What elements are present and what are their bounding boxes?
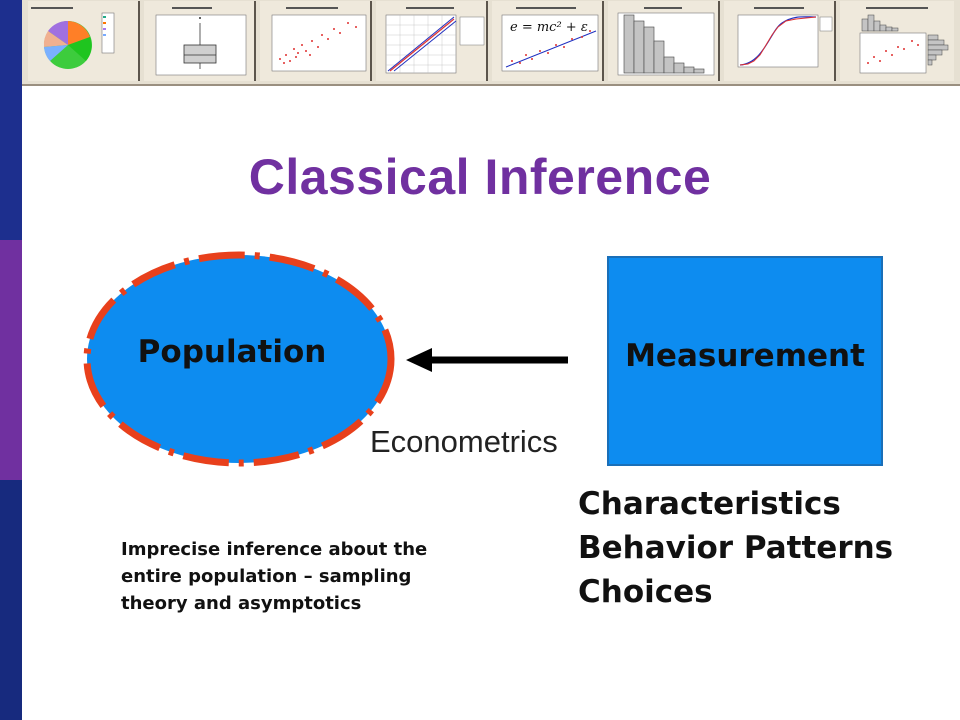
empirical-cdf-thumbnail (724, 1, 836, 81)
list-item: Choices (578, 574, 713, 610)
scatterplot-thumbnail (260, 1, 372, 81)
left-bar-top (0, 0, 22, 240)
pie-chart-thumbnail (28, 1, 140, 81)
plot-thumbnail-strip: e = mc² + ε (22, 0, 960, 86)
left-bar-bottom (0, 480, 22, 720)
population-label: Population (137, 334, 327, 370)
equation-text: e = mc² + ε (510, 20, 588, 35)
measurement-label: Measurement (625, 338, 865, 374)
marginal-plot-thumbnail (840, 1, 954, 81)
econometrics-label: Econometrics (370, 424, 558, 459)
left-bar-middle (0, 240, 22, 480)
list-item: Behavior Patterns (578, 530, 894, 566)
left-accent-bar (0, 0, 22, 720)
measurement-box (607, 256, 883, 466)
population-ellipse (83, 251, 395, 467)
histogram-thumbnail (608, 1, 720, 81)
boxplot-thumbnail (144, 1, 256, 81)
inference-note: Imprecise inference about the entire pop… (121, 539, 428, 614)
characteristics-list: Characteristics Behavior Patterns Choice… (578, 482, 893, 614)
slide-title: Classical Inference (248, 149, 712, 205)
list-item: Characteristics (578, 486, 841, 522)
probability-plot-thumbnail (376, 1, 488, 81)
inference-arrow (406, 348, 568, 372)
scatterplot-fit-thumbnail: e = mc² + ε (492, 1, 604, 81)
